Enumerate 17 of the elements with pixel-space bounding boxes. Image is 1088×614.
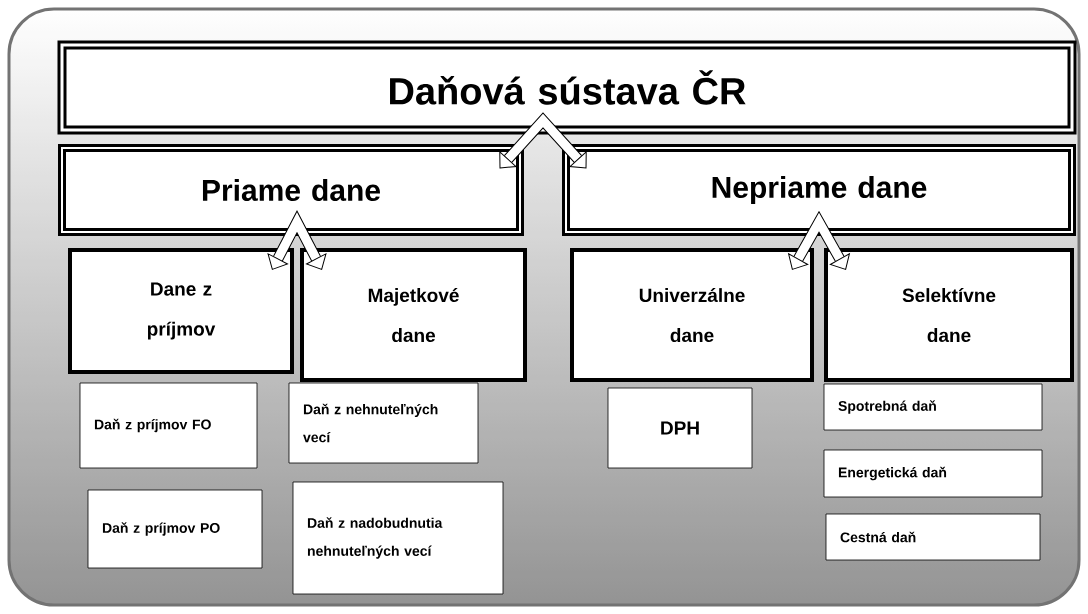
- tax-box: Daň z príjmov PO: [87, 489, 263, 569]
- tax-box: Spotrebná daň: [823, 383, 1043, 431]
- tax-box: DPH: [607, 387, 753, 469]
- tax-box: Energetická daň: [823, 449, 1043, 498]
- tax-box: Cestná daň: [825, 513, 1041, 561]
- subcategory-box: Dane z príjmov: [68, 248, 294, 374]
- double-arrow: [499, 112, 587, 169]
- double-arrow: [788, 210, 850, 270]
- double-arrow: [267, 210, 327, 270]
- tax-box: Daň z nehnuteľných vecí: [288, 382, 479, 464]
- category-box: Priame dane: [58, 144, 524, 236]
- category-box: Nepriame dane: [562, 144, 1076, 236]
- tax-box: Daň z príjmov FO: [79, 382, 258, 469]
- subcategory-box: Univerzálne dane: [570, 248, 814, 382]
- title-box: Daňová sústava ČR: [57, 40, 1077, 135]
- tax-box: Daň z nadobudnutia nehnuteľných vecí: [292, 481, 504, 595]
- subcategory-box: Majetkové dane: [300, 248, 527, 382]
